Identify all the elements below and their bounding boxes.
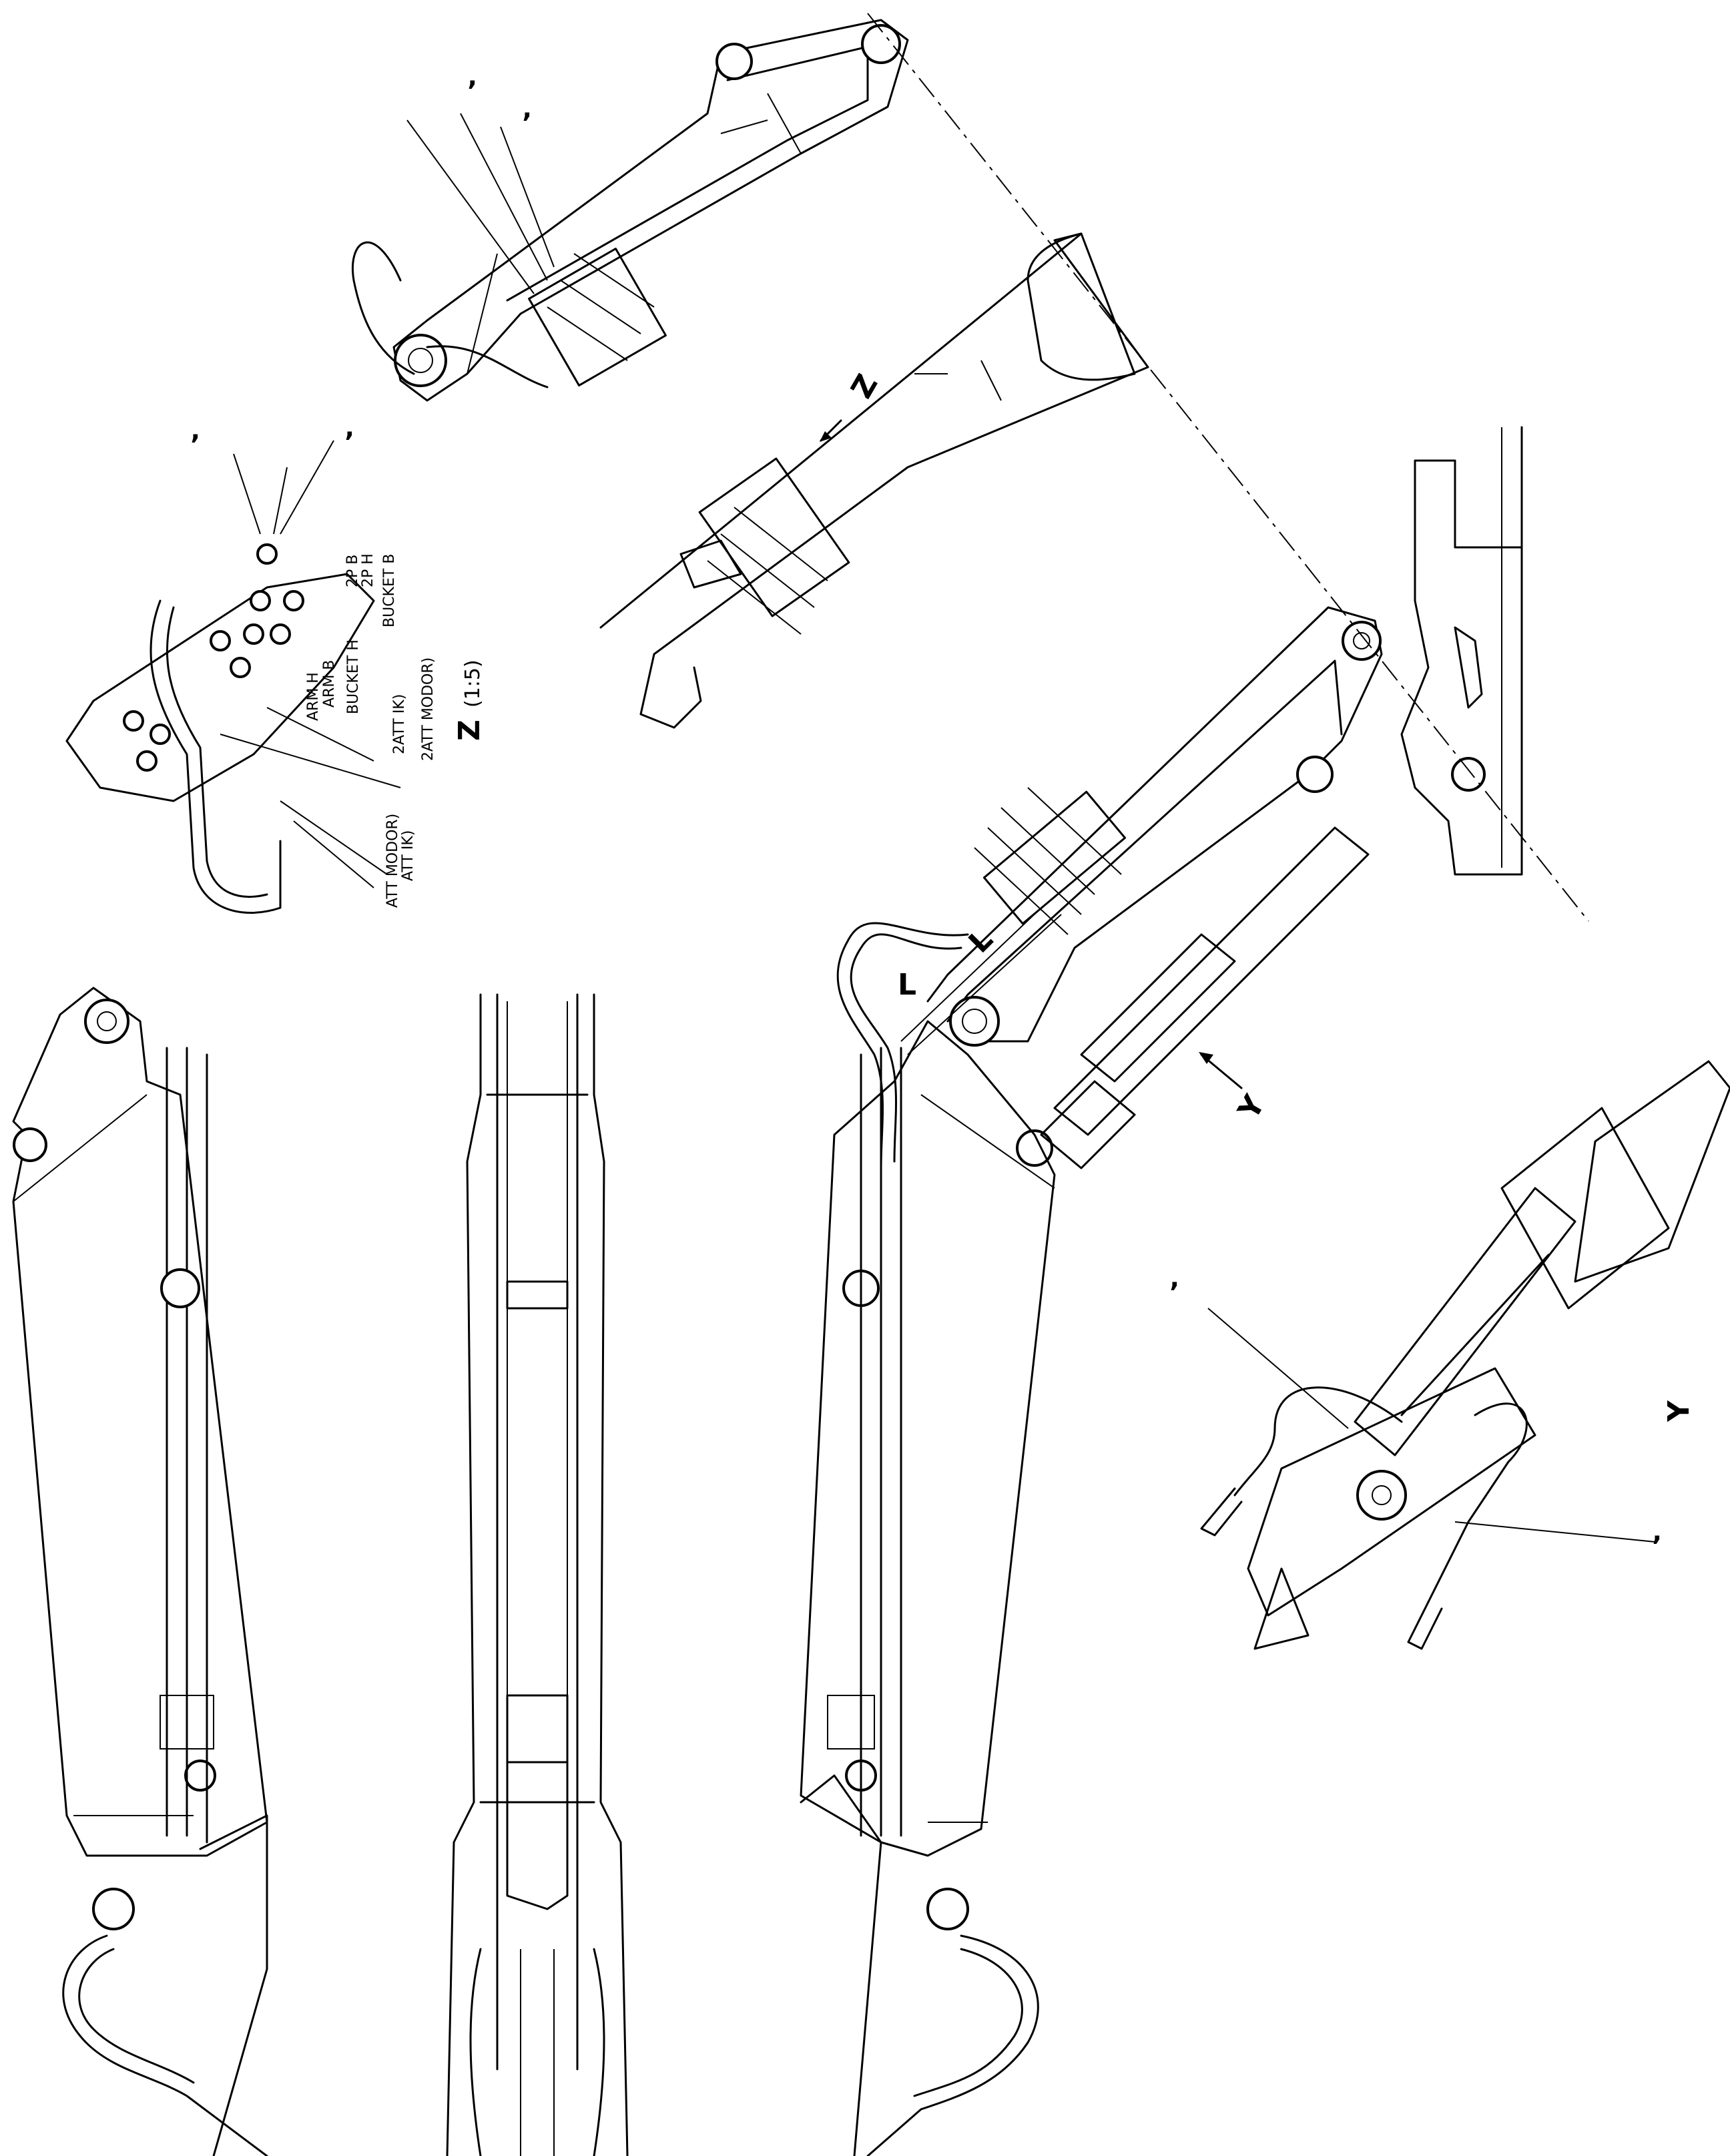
detail-y-cylinder-view: Y — [1200, 1060, 1730, 1650]
callout-mark-6: ’ — [1652, 1531, 1662, 1562]
label-bucket-b: BUCKET B — [381, 554, 398, 627]
label-att-ik: ATT IK) — [400, 830, 416, 881]
label-2att-modor: 2ATT MODOR) — [420, 657, 437, 761]
view-z-title: Z — [453, 720, 487, 741]
label-2p-h: 2P H — [360, 553, 376, 587]
label-att-modor: ATT MODOR) — [384, 814, 401, 908]
view-l-label-1: L — [898, 968, 916, 1002]
callout-mark-5: ’ — [1169, 1278, 1179, 1308]
label-2p-b: 2P B — [344, 555, 361, 587]
boom-top-view-middle — [446, 993, 629, 2156]
label-bucket-h: BUCKET H — [345, 639, 362, 714]
view-y-arrow-label: Y — [1231, 1089, 1272, 1125]
label-arm-h: ARM H — [305, 672, 322, 721]
detail-z-valve-view — [65, 440, 401, 914]
callout-mark-2: ’ — [522, 108, 532, 139]
arm-top-view — [352, 19, 909, 402]
boom-side-view-left — [12, 987, 268, 2156]
callout-mark-3: ’ — [190, 430, 200, 461]
label-2att-ik: 2ATT IK) — [391, 694, 408, 754]
boom-side-view-right — [800, 1020, 1056, 2156]
callout-marks: ’ ’ ’ ’ ’ ’ — [190, 76, 1662, 1562]
callout-mark-1: ’ — [467, 76, 477, 107]
detail-z-labels: 2P B 2P H BUCKET B BUCKET H ARM B ARM H … — [305, 553, 487, 908]
boom-perspective-view: Z — [599, 232, 1149, 729]
main-boom-assembly: L L Y — [836, 13, 1589, 1169]
callout-mark-4: ’ — [344, 427, 354, 458]
view-z-scale: (1:5) — [461, 659, 485, 708]
view-y-title: Y — [1662, 1400, 1696, 1422]
label-arm-b: ARM B — [321, 660, 338, 708]
